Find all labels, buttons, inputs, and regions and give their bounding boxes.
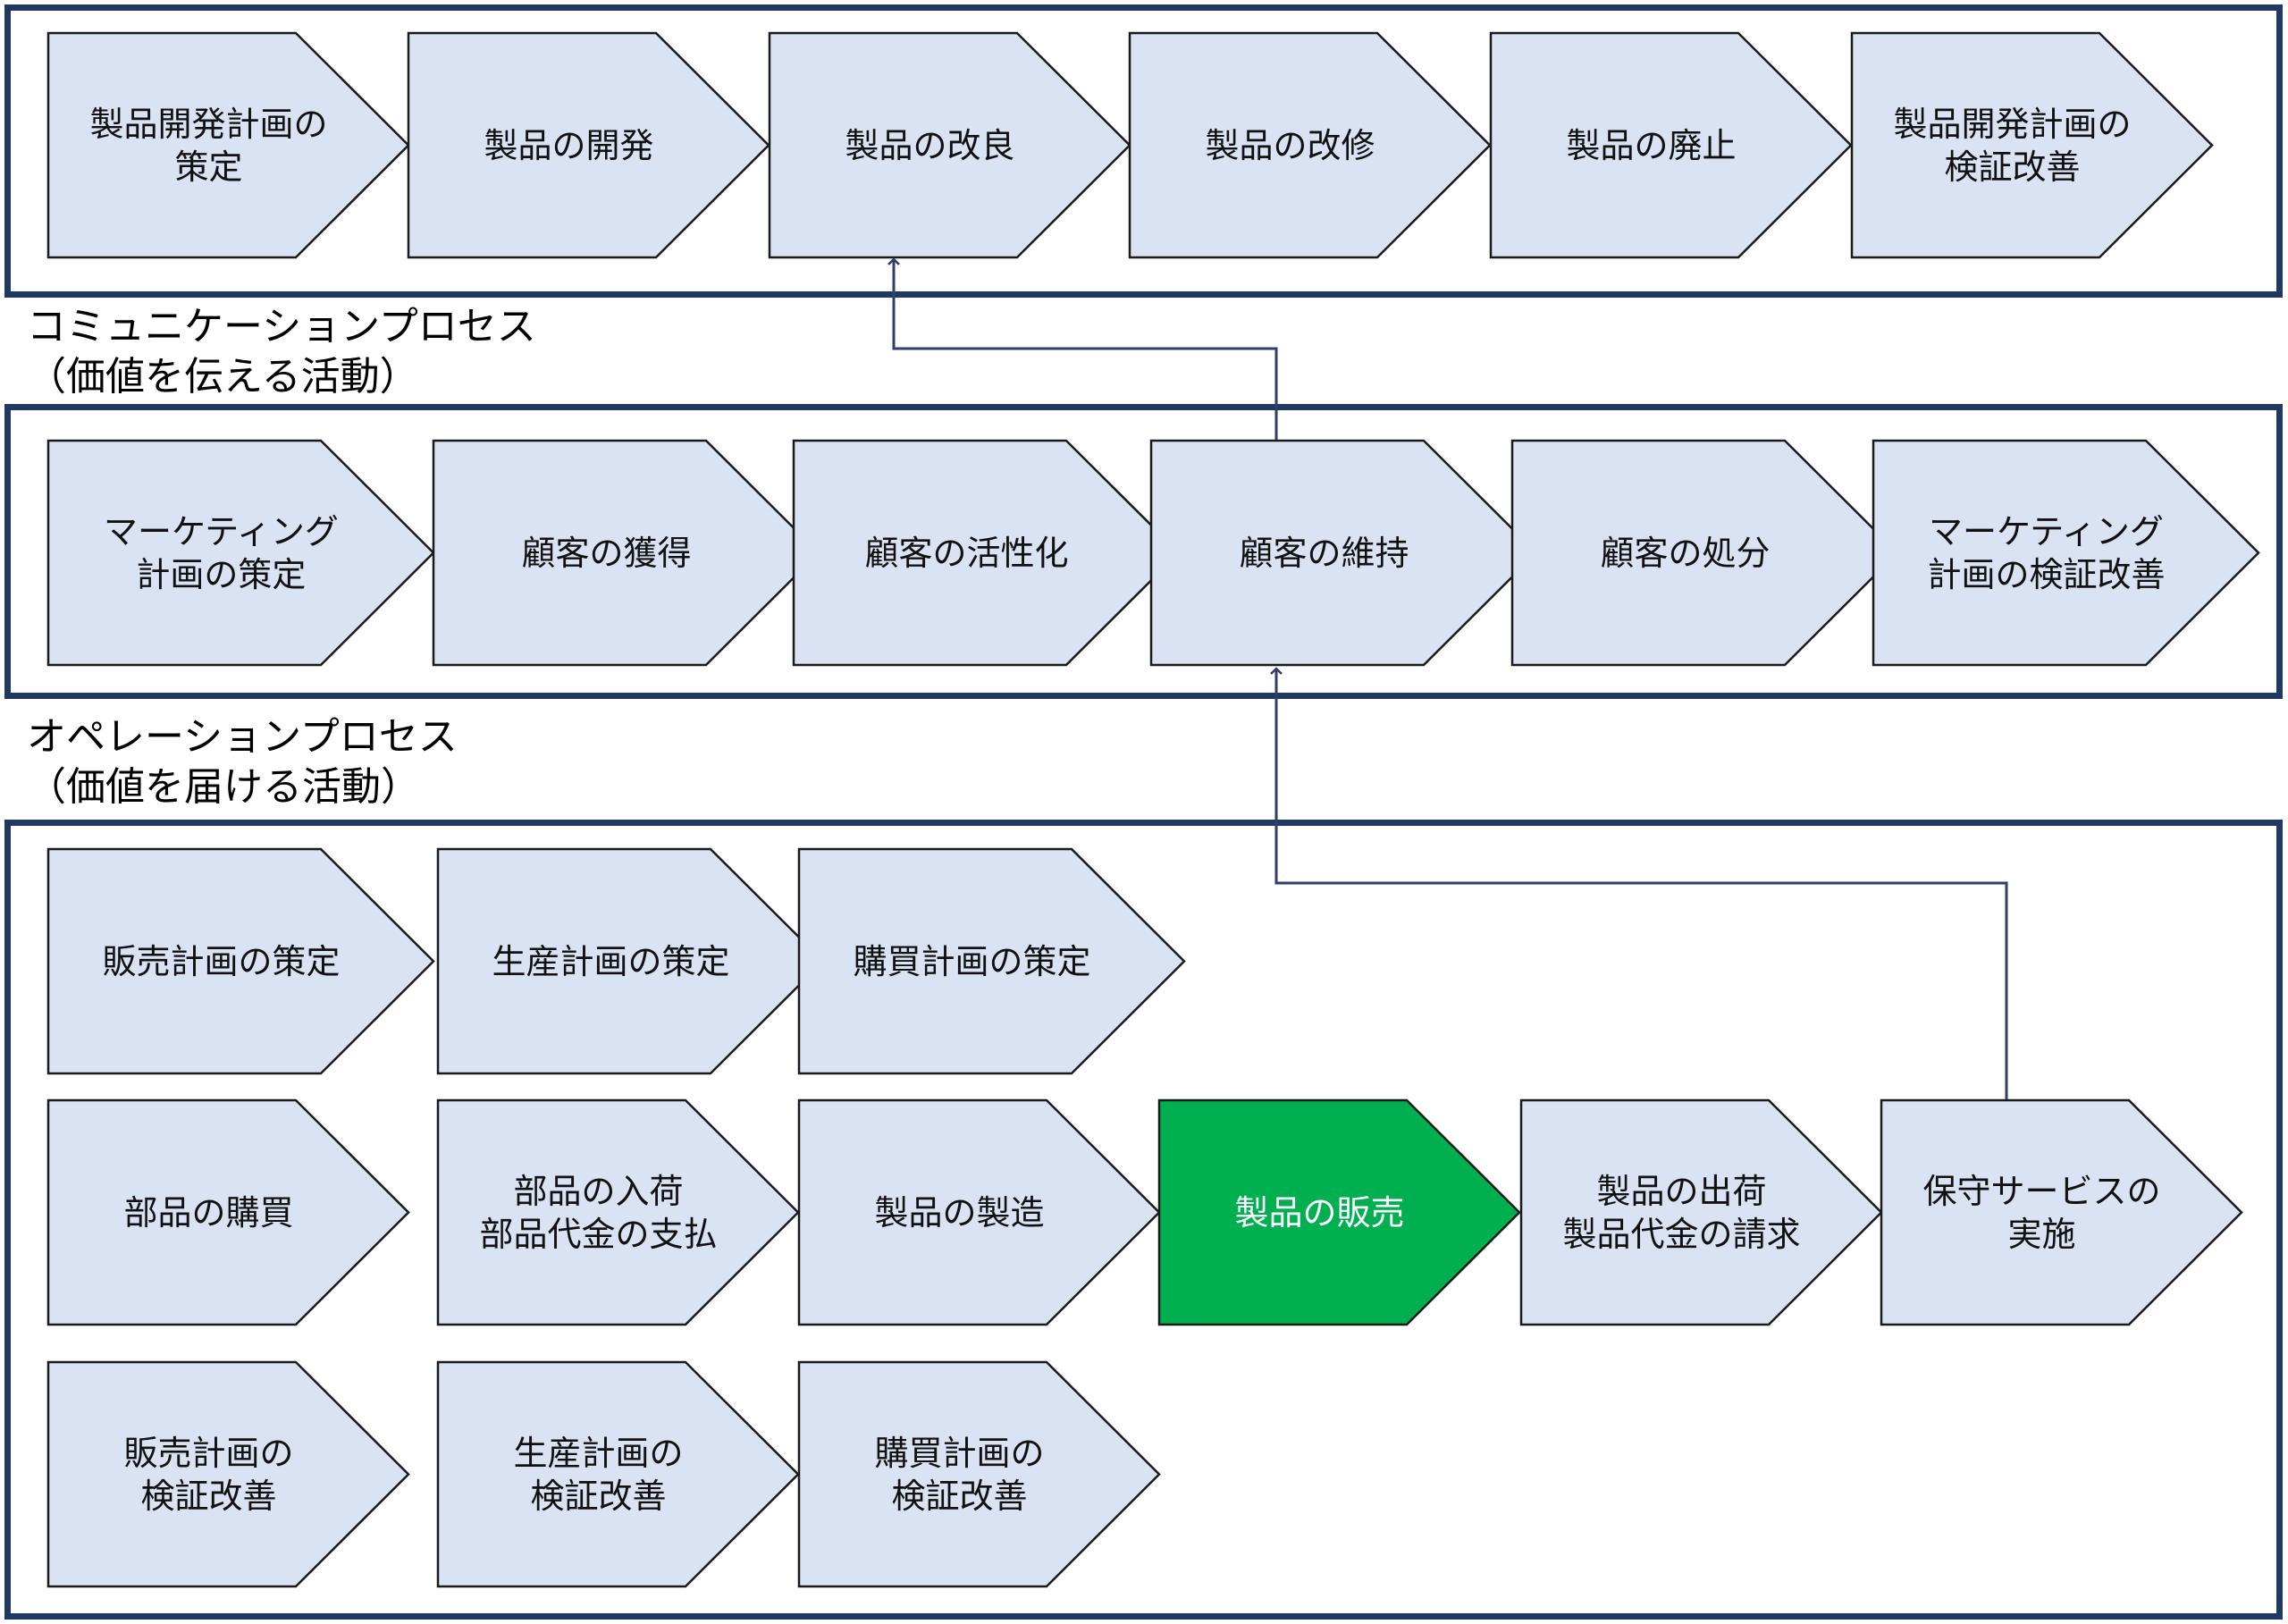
- step-chevron: [432, 439, 820, 667]
- step-shape: [1880, 1098, 2243, 1326]
- step-label: 製品開発計画の 策定: [89, 104, 328, 187]
- step-chevron: [1519, 1098, 1883, 1326]
- step-shape: [797, 1360, 1161, 1588]
- step-chevron: [1880, 1098, 2243, 1326]
- step-com-retain[interactable]: 顧客の維持: [1149, 439, 1538, 667]
- step-label: 製品の製造: [874, 1192, 1045, 1233]
- step-label: 顧客の活性化: [864, 533, 1069, 573]
- step-chevron: [1489, 31, 1853, 259]
- step-dev-retire[interactable]: 製品の廃止: [1489, 31, 1853, 259]
- step-op-parts-purchase[interactable]: 部品の購買: [46, 1098, 410, 1326]
- step-op-sales-review[interactable]: 販売計画の 検証改善: [46, 1360, 410, 1588]
- step-chevron: [1128, 31, 1492, 259]
- step-op-sales-plan[interactable]: 販売計画の策定: [46, 847, 435, 1075]
- step-shape: [797, 1098, 1161, 1326]
- step-label: 保守サービスの 実施: [1922, 1171, 2161, 1254]
- step-shape: [46, 31, 410, 259]
- step-chevron: [1850, 31, 2214, 259]
- step-label: 購買計画の 検証改善: [874, 1433, 1045, 1516]
- step-com-plan[interactable]: マーケティング 計画の策定: [46, 439, 435, 667]
- step-shape: [436, 1360, 800, 1588]
- operation-process-heading: オペレーションプロセス （価値を届ける活動）: [27, 714, 458, 810]
- step-shape: [1510, 439, 1899, 667]
- step-chevron: [768, 31, 1131, 259]
- step-shape: [797, 847, 1186, 1075]
- step-com-activate[interactable]: 顧客の活性化: [792, 439, 1181, 667]
- step-chevron: [797, 1360, 1161, 1588]
- step-label: 購買計画の策定: [853, 941, 1091, 981]
- step-chevron: [46, 1360, 410, 1588]
- step-chevron: [1510, 439, 1899, 667]
- step-label: 製品開発計画の 検証改善: [1893, 104, 2132, 187]
- step-label: 生産計画の策定: [492, 941, 730, 981]
- step-op-purchase-review[interactable]: 購買計画の 検証改善: [797, 1360, 1161, 1588]
- step-shape: [436, 1098, 800, 1326]
- step-op-production-review[interactable]: 生産計画の 検証改善: [436, 1360, 800, 1588]
- step-label: 販売計画の策定: [102, 941, 341, 981]
- step-shape: [1157, 1098, 1521, 1326]
- step-label: 顧客の処分: [1600, 533, 1771, 573]
- communication-process-heading: コミュニケーションプロセス （価値を伝える活動）: [27, 304, 536, 400]
- step-shape: [1872, 439, 2260, 667]
- step-shape: [1128, 31, 1492, 259]
- step-chevron: [792, 439, 1181, 667]
- step-label: マーケティング 計画の検証改善: [1927, 511, 2166, 594]
- step-label: 製品の改修: [1205, 125, 1375, 165]
- step-shape: [46, 439, 435, 667]
- step-dev-plan[interactable]: 製品開発計画の 策定: [46, 31, 410, 259]
- step-chevron: [1872, 439, 2260, 667]
- step-op-manufacture[interactable]: 製品の製造: [797, 1098, 1161, 1326]
- step-dev-develop[interactable]: 製品の開発: [407, 31, 770, 259]
- step-chevron: [797, 847, 1186, 1075]
- step-op-ship[interactable]: 製品の出荷 製品代金の請求: [1519, 1098, 1883, 1326]
- step-op-parts-receive[interactable]: 部品の入荷 部品代金の支払: [436, 1098, 800, 1326]
- step-shape: [436, 847, 825, 1075]
- step-chevron: [436, 1360, 800, 1588]
- step-shape: [1489, 31, 1853, 259]
- step-com-dispose[interactable]: 顧客の処分: [1510, 439, 1899, 667]
- step-chevron: [46, 439, 435, 667]
- step-op-maintenance[interactable]: 保守サービスの 実施: [1880, 1098, 2243, 1326]
- step-shape: [432, 439, 820, 667]
- step-chevron: [436, 1098, 800, 1326]
- step-chevron: [46, 847, 435, 1075]
- step-shape: [46, 1098, 410, 1326]
- step-dev-review[interactable]: 製品開発計画の 検証改善: [1850, 31, 2214, 259]
- step-label: マーケティング 計画の策定: [103, 511, 339, 594]
- step-label: 製品の廃止: [1566, 125, 1737, 165]
- step-dev-repair[interactable]: 製品の改修: [1128, 31, 1492, 259]
- step-label: 生産計画の 検証改善: [513, 1433, 684, 1516]
- step-shape: [1850, 31, 2214, 259]
- step-label: 製品の販売: [1234, 1192, 1405, 1233]
- step-label: 製品の改良: [845, 125, 1015, 165]
- step-chevron: [407, 31, 770, 259]
- step-shape: [1149, 439, 1538, 667]
- step-com-review[interactable]: マーケティング 計画の検証改善: [1872, 439, 2260, 667]
- step-shape: [46, 1360, 410, 1588]
- step-shape: [768, 31, 1131, 259]
- step-dev-improve[interactable]: 製品の改良: [768, 31, 1131, 259]
- step-label: 製品の開発: [484, 125, 654, 165]
- step-com-acquire[interactable]: 顧客の獲得: [432, 439, 820, 667]
- step-label: 製品の出荷 製品代金の請求: [1562, 1171, 1801, 1254]
- step-op-sell[interactable]: 製品の販売: [1157, 1098, 1521, 1326]
- step-chevron: [46, 31, 410, 259]
- step-chevron: [436, 847, 825, 1075]
- step-label: 部品の入荷 部品代金の支払: [479, 1171, 718, 1254]
- step-shape: [407, 31, 770, 259]
- step-label: 販売計画の 検証改善: [123, 1433, 294, 1516]
- step-label: 部品の購買: [123, 1192, 294, 1233]
- step-chevron: [1157, 1098, 1521, 1326]
- step-shape: [1519, 1098, 1883, 1326]
- step-chevron: [797, 1098, 1161, 1326]
- step-chevron: [1149, 439, 1538, 667]
- step-op-purchase-plan[interactable]: 購買計画の策定: [797, 847, 1186, 1075]
- step-chevron: [46, 1098, 410, 1326]
- step-op-production-plan[interactable]: 生産計画の策定: [436, 847, 825, 1075]
- step-shape: [792, 439, 1181, 667]
- step-label: 顧客の獲得: [521, 533, 692, 573]
- step-label: 顧客の維持: [1239, 533, 1409, 573]
- step-shape: [46, 847, 435, 1075]
